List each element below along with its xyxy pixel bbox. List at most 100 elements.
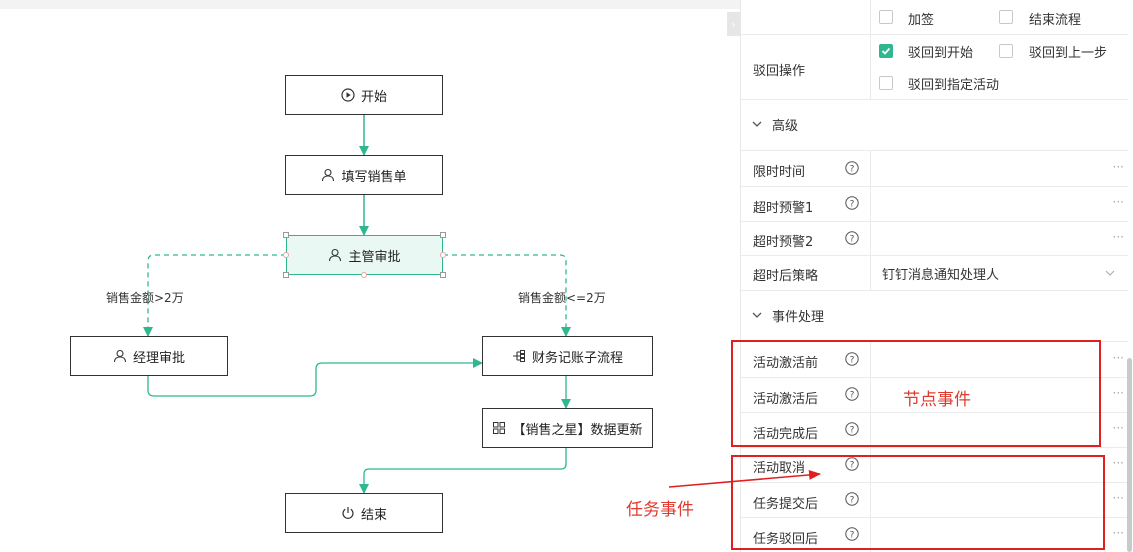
reject-to-start-checkbox[interactable] (879, 44, 893, 58)
row-timeout-strategy: 超时后策略 钉钉消息通知处理人 (741, 256, 1128, 291)
row-after-complete: 活动完成后 ? ··· (741, 413, 1128, 448)
column-divider (870, 483, 871, 517)
svg-text:?: ? (850, 356, 855, 366)
node-finance-subflow[interactable]: 财务记账子流程 (482, 336, 653, 376)
edge-supervisor-finance (443, 254, 571, 337)
more-button[interactable]: ··· (1112, 195, 1124, 209)
column-divider (870, 35, 871, 99)
column-divider (870, 378, 871, 412)
section-advanced-title: 高级 (772, 119, 799, 134)
help-icon[interactable]: ? (845, 387, 859, 401)
section-advanced[interactable]: 高级 (741, 100, 1128, 151)
column-divider (870, 256, 871, 290)
help-icon[interactable]: ? (845, 492, 859, 506)
row-operations: 加签 结束流程 (741, 0, 1128, 35)
help-icon[interactable]: ? (845, 422, 859, 436)
play-circle-icon (341, 88, 355, 102)
resize-handle[interactable] (440, 272, 446, 278)
help-icon[interactable]: ? (845, 161, 859, 175)
grid-icon (492, 421, 506, 435)
timeout-strategy-select[interactable]: 钉钉消息通知处理人 (882, 268, 1000, 283)
svg-text:?: ? (850, 461, 855, 471)
user-icon (321, 168, 335, 182)
add-sign-checkbox[interactable] (879, 10, 893, 24)
svg-text:?: ? (850, 531, 855, 541)
resize-handle[interactable] (440, 232, 446, 238)
column-divider (870, 448, 871, 482)
reject-to-start-label: 驳回到开始 (908, 46, 974, 61)
node-datastar-label: 【销售之星】数据更新 (512, 422, 643, 438)
help-icon[interactable]: ? (845, 196, 859, 210)
reject-operation-label: 驳回操作 (753, 64, 806, 79)
row-time-limit: 限时时间 ? ··· (741, 151, 1128, 187)
help-icon[interactable]: ? (845, 352, 859, 366)
edge-label-under-20k: 销售金额<=2万 (518, 291, 606, 305)
end-flow-label: 结束流程 (1029, 13, 1082, 28)
panel-collapse-toggle[interactable]: › (727, 12, 740, 36)
after-submit-label: 任务提交后 (753, 497, 819, 512)
user-icon (113, 349, 127, 363)
column-divider (870, 222, 871, 255)
more-button[interactable]: ··· (1112, 421, 1124, 435)
anchor-point[interactable] (283, 252, 289, 258)
reject-to-activity-label: 驳回到指定活动 (908, 78, 1000, 93)
more-button[interactable]: ··· (1112, 526, 1124, 540)
row-warn2: 超时预警2 ? ··· (741, 222, 1128, 256)
time-limit-label: 限时时间 (753, 165, 806, 180)
resize-handle[interactable] (283, 232, 289, 238)
resize-handle[interactable] (283, 272, 289, 278)
row-reject-operation: 驳回操作 驳回到开始 驳回到上一步 驳回到指定活动 (741, 35, 1128, 100)
edge-datastar-end (359, 448, 567, 494)
row-after-activate: 活动激活后 ? ··· (741, 378, 1128, 413)
more-button[interactable]: ··· (1112, 160, 1124, 174)
reject-to-activity-checkbox[interactable] (879, 76, 893, 90)
more-button[interactable]: ··· (1112, 230, 1124, 244)
help-icon[interactable]: ? (845, 527, 859, 541)
node-finance-label: 财务记账子流程 (531, 350, 623, 366)
node-fill-label: 填写销售单 (341, 169, 407, 185)
svg-text:?: ? (850, 235, 855, 245)
node-fill-sales-form[interactable]: 填写销售单 (285, 155, 443, 195)
node-datastar-update[interactable]: 【销售之星】数据更新 (482, 408, 653, 448)
end-flow-checkbox[interactable] (999, 10, 1013, 24)
node-events-annotation: 节点事件 (903, 390, 971, 410)
node-start[interactable]: 开始 (285, 75, 443, 115)
node-supervisor-approval[interactable]: 主管审批 (286, 235, 443, 275)
task-events-box (731, 455, 1105, 550)
section-events[interactable]: 事件处理 (741, 291, 1128, 342)
user-icon (328, 248, 342, 262)
more-button[interactable]: ··· (1112, 351, 1124, 365)
more-button[interactable]: ··· (1112, 456, 1124, 470)
node-end[interactable]: 结束 (285, 493, 443, 533)
property-panel: 加签 结束流程 驳回操作 驳回到开始 驳回到上一步 驳回到指定活动 高级 限时时… (740, 0, 1133, 552)
warn2-label: 超时预警2 (753, 235, 814, 250)
panel-scrollbar[interactable] (1127, 358, 1132, 552)
column-divider (870, 0, 871, 34)
edge-supervisor-manager (143, 254, 286, 337)
edge-manager-finance (147, 358, 483, 397)
node-events-box (731, 340, 1101, 447)
column-divider (870, 518, 871, 552)
node-manager-approval[interactable]: 经理审批 (70, 336, 228, 376)
chevron-down-icon (752, 121, 762, 127)
help-icon[interactable]: ? (845, 457, 859, 471)
chevron-down-icon[interactable] (1105, 268, 1115, 278)
anchor-point[interactable] (440, 252, 446, 258)
reject-to-prev-checkbox[interactable] (999, 44, 1013, 58)
more-button[interactable]: ··· (1112, 491, 1124, 505)
flow-canvas[interactable]: 开始 填写销售单 主管审批 销售金额>2万 销售金额<=2万 经理审批 财务记账… (0, 0, 740, 552)
svg-text:?: ? (850, 391, 855, 401)
node-end-label: 结束 (360, 507, 387, 523)
node-supervisor-label: 主管审批 (348, 249, 401, 265)
anchor-point[interactable] (361, 272, 367, 278)
timeout-strategy-label: 超时后策略 (753, 269, 819, 284)
help-icon[interactable]: ? (845, 231, 859, 245)
column-divider (870, 342, 871, 377)
row-cancel: 活动取消 ? ··· (741, 448, 1128, 483)
flow-connectors (143, 115, 571, 494)
node-manager-label: 经理审批 (132, 350, 185, 366)
section-events-title: 事件处理 (772, 310, 825, 325)
more-button[interactable]: ··· (1112, 386, 1124, 400)
row-before-activate: 活动激活前 ? ··· (741, 342, 1128, 378)
column-divider (870, 151, 871, 186)
